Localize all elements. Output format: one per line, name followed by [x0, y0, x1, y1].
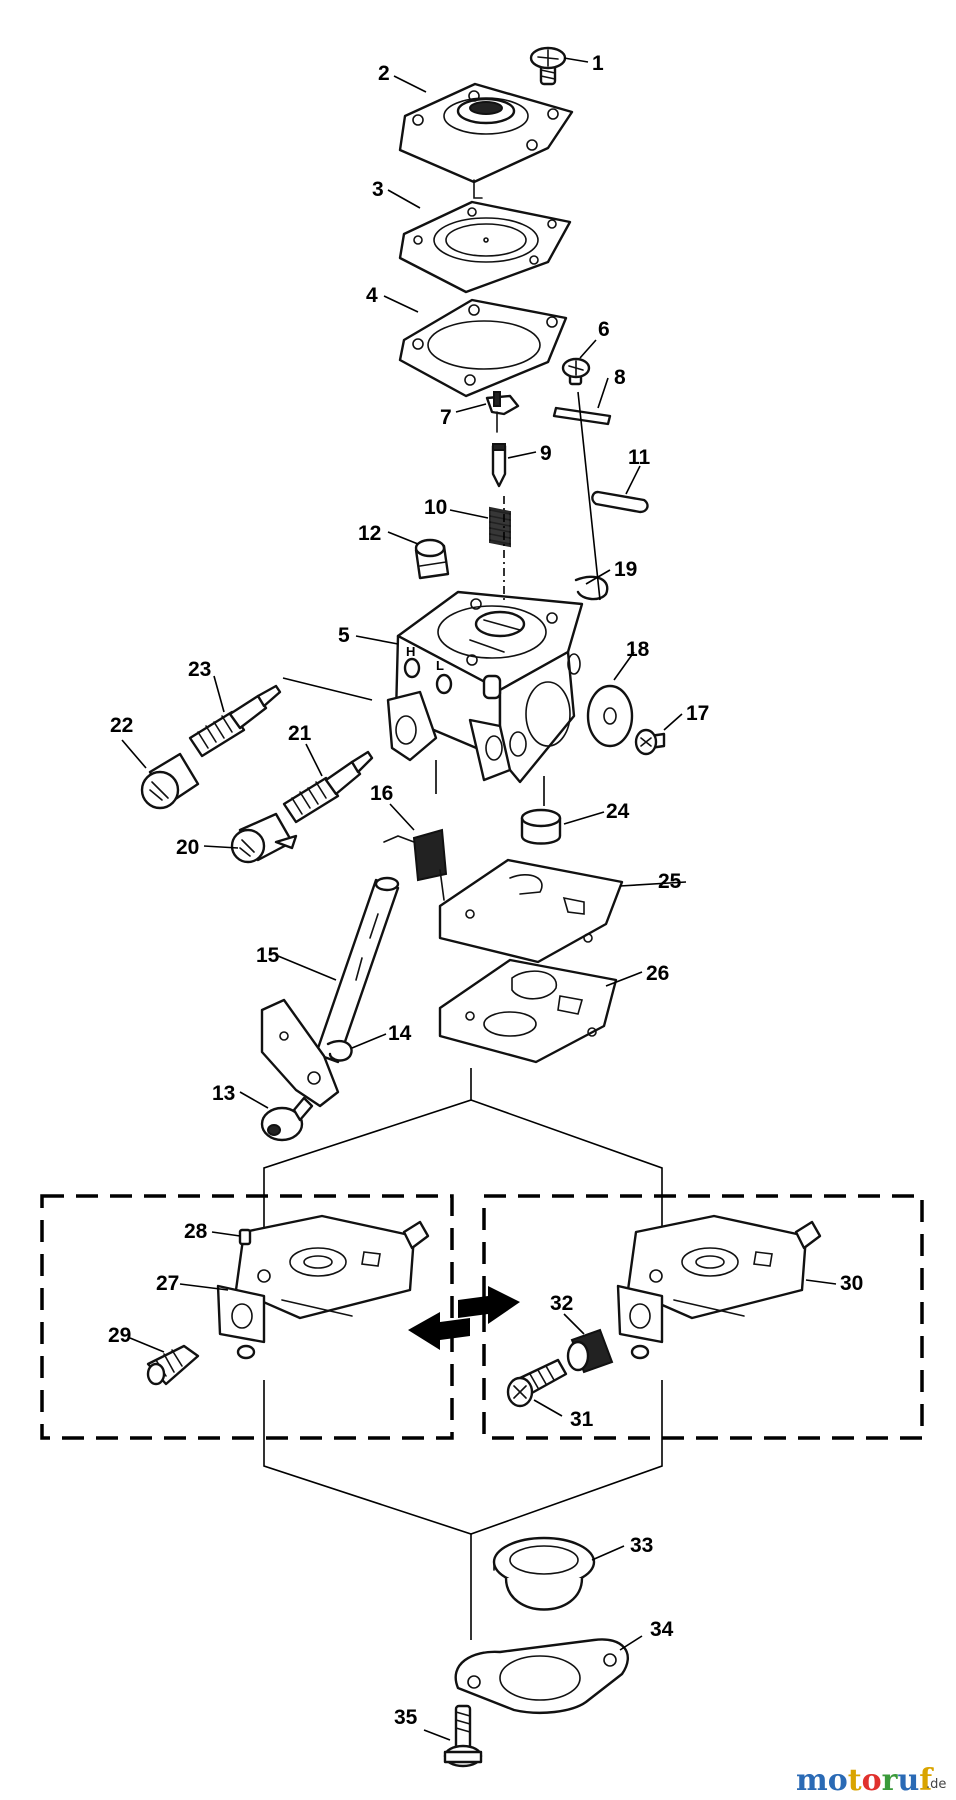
screw-17 — [634, 728, 666, 756]
screw-6 — [561, 357, 591, 386]
part-number: 30 — [840, 1272, 863, 1295]
watermark-logo: motoruf .de — [796, 1763, 946, 1798]
pump-cover-2 — [398, 82, 574, 199]
pump-body-27 — [216, 1214, 430, 1360]
part-number: 16 — [370, 782, 393, 805]
gasket-25 — [438, 858, 624, 964]
logo-letter: f — [919, 1763, 934, 1798]
logo-suffix: .de — [926, 1777, 946, 1792]
part-number: 14 — [388, 1022, 412, 1045]
carburetor-body-5: H L — [386, 590, 584, 784]
body-mark-l: L — [436, 658, 444, 673]
part-number: 19 — [614, 558, 637, 581]
logo-letter: t — [848, 1763, 862, 1798]
part-number: 22 — [110, 714, 133, 737]
screw-1 — [529, 46, 567, 86]
part-number: 1 — [592, 52, 604, 75]
part-number: 6 — [598, 318, 610, 341]
diaphragm-26 — [438, 958, 618, 1064]
plug-12 — [414, 538, 450, 580]
part-number: 13 — [212, 1082, 235, 1105]
part-number: 27 — [156, 1272, 179, 1295]
svg-text:motoruf: motoruf — [796, 1763, 934, 1798]
logo-letter: o — [862, 1763, 882, 1798]
part-number: 26 — [646, 962, 669, 985]
spring-10 — [489, 506, 511, 548]
part-number: 4 — [366, 284, 378, 307]
leader-lines — [121, 57, 837, 1741]
primer-bulb-33 — [492, 1536, 596, 1611]
logo-letter: m — [796, 1763, 828, 1798]
part-number: 25 — [658, 870, 682, 893]
plug-24 — [520, 808, 562, 845]
part-number: 33 — [630, 1534, 653, 1557]
part-numbers: 1 2 3 4 5 6 7 8 9 10 11 12 13 14 15 16 1… — [108, 52, 863, 1729]
part-number: 34 — [650, 1618, 674, 1641]
screw-31 — [506, 1358, 568, 1408]
interchange-arrows — [408, 1286, 520, 1350]
part-number: 15 — [256, 944, 280, 967]
part-number: 17 — [686, 702, 709, 725]
part-number: 11 — [628, 446, 651, 469]
part-number: 8 — [614, 366, 626, 389]
part-number: 32 — [550, 1292, 573, 1315]
logo-letter: o — [828, 1763, 848, 1798]
low-speed-needle-21 — [282, 750, 374, 824]
part-number: 10 — [424, 496, 447, 519]
pump-body-30 — [616, 1214, 822, 1360]
lever-pin-8 — [552, 406, 612, 426]
part-number: 35 — [394, 1706, 418, 1729]
part-number: 12 — [358, 522, 381, 545]
shaft-pin-11 — [591, 490, 649, 514]
body-mark-h: H — [406, 644, 415, 659]
part-number: 3 — [372, 178, 384, 201]
part-number: 24 — [606, 800, 630, 823]
pin-28 — [238, 1228, 252, 1246]
gasket-4 — [398, 298, 568, 398]
set-screw-29 — [146, 1344, 200, 1386]
spring-32 — [566, 1328, 614, 1374]
plate-18 — [586, 684, 634, 748]
part-number: 18 — [626, 638, 650, 661]
part-number: 5 — [338, 624, 350, 647]
variant-frame-right — [482, 1194, 924, 1440]
inlet-needle-9 — [491, 443, 507, 488]
limiter-cap-22 — [140, 752, 200, 810]
limiter-cap-20 — [230, 812, 298, 864]
part-number: 28 — [184, 1220, 208, 1243]
primer-flange-34 — [454, 1638, 629, 1715]
part-number: 31 — [570, 1408, 594, 1431]
part-number: 7 — [440, 406, 452, 429]
part-number: 29 — [108, 1324, 131, 1347]
part-number: 21 — [288, 722, 312, 745]
throttle-shaft-15 — [260, 876, 400, 1108]
logo-letter: u — [897, 1763, 919, 1798]
bolt-35 — [443, 1704, 483, 1768]
pump-diaphragm-3 — [398, 200, 572, 294]
swivel-13 — [260, 1096, 314, 1142]
part-number: 2 — [378, 62, 390, 85]
part-number: 9 — [540, 442, 552, 465]
circlip-14 — [326, 1039, 353, 1062]
assembly-lines — [263, 391, 663, 1640]
part-number: 20 — [176, 836, 199, 859]
high-speed-needle-23 — [188, 684, 282, 758]
variant-frame-left — [40, 1194, 454, 1440]
part-number: 23 — [188, 658, 211, 681]
torsion-spring-16 — [383, 828, 448, 901]
logo-letter: r — [882, 1763, 899, 1798]
inlet-lever-7 — [485, 391, 520, 433]
